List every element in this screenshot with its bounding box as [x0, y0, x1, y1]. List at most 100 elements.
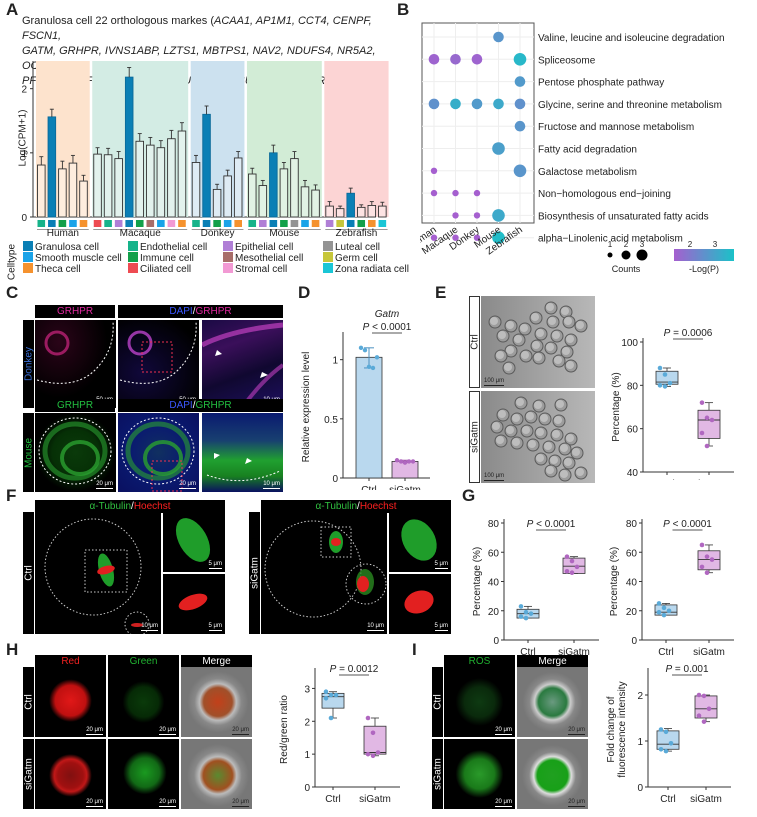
legend-label: Germ cell: [335, 253, 378, 264]
pathway-label: Galactose metabolism: [538, 167, 637, 178]
legend-label: Epithelial cell: [235, 242, 294, 253]
scale-bar: 20 μm: [568, 799, 585, 807]
row-label-donkey-text: Donkey: [23, 347, 34, 381]
svg-text:40: 40: [626, 578, 638, 589]
legend-label: Luteal cell: [335, 242, 381, 253]
legend-item: Luteal cell: [323, 241, 380, 253]
scale-bar: 20 μm: [568, 727, 585, 735]
pathway-label: Non−homologous end−joining: [538, 189, 671, 200]
pathway-label: Fatty acid degradation: [538, 145, 637, 156]
svg-text:Percentage (%): Percentage (%): [611, 372, 622, 441]
legend-item: Germ cell: [323, 252, 378, 264]
panel-a-bar-chart: 012: [21, 61, 389, 230]
svg-text:0: 0: [332, 474, 338, 485]
row-label-h-sigatm-text: siGatm: [23, 758, 34, 790]
pathway-label: Spliceosome: [538, 55, 596, 66]
row-label-f-sigatm: siGatm: [249, 512, 260, 634]
svg-text:Gatm: Gatm: [375, 309, 399, 320]
legend-title-wrap: Celltype: [5, 240, 19, 284]
ros-merge-sigatm: 20 μm: [517, 739, 588, 809]
pathway-label: Glycine, serine and threonine metabolism: [538, 100, 722, 111]
svg-text:Fold change of: Fold change of: [606, 696, 617, 762]
legend-item: Theca cell: [23, 263, 81, 275]
species-label-mouse: Mouse: [269, 228, 300, 239]
oocyte-image-sigatm: 100 μm: [481, 391, 595, 483]
svg-text:20: 20: [626, 607, 638, 618]
svg-text:60: 60: [627, 425, 639, 436]
row-label-f-sigatm-text: siGatm: [249, 557, 260, 589]
micrograph-mouse-grhpr: 20 μm: [35, 413, 116, 492]
svg-text:80: 80: [488, 519, 500, 530]
panel-f-header-sigatm: α-Tubulin/Hoechst: [261, 500, 451, 513]
row-label-h-sigatm: siGatm: [23, 739, 34, 809]
scale-bar: 20 μm: [159, 799, 176, 807]
panel-i-header-ros: ROS: [444, 655, 515, 667]
legend-item: Zona radiata cell: [323, 263, 409, 275]
scale-bar: 10 μm: [141, 623, 158, 631]
svg-text:Ctrl: Ctrl: [660, 794, 676, 805]
panel-label-f: F: [6, 486, 17, 505]
svg-text:3: 3: [304, 684, 310, 695]
svg-text:0.5: 0.5: [324, 415, 338, 426]
scale-bar: 100 μm: [484, 473, 505, 481]
svg-text:P < 0.0001: P < 0.0001: [663, 519, 712, 530]
species-label-zebrafish: Zebrafish: [335, 228, 378, 239]
hoechst-label: Hoechst: [133, 501, 171, 512]
svg-text:2: 2: [637, 691, 643, 702]
svg-text:0: 0: [631, 636, 637, 647]
legend-swatch: [128, 241, 138, 251]
row-label-h-ctrl-text: Ctrl: [23, 694, 34, 710]
dapi-label: DAPI: [169, 400, 193, 411]
svg-text:siGatm: siGatm: [693, 479, 725, 480]
row-label-i-sigatm-text: siGatm: [432, 758, 443, 790]
legend-swatch: [223, 263, 233, 273]
grhpr-label: GRHPR: [195, 306, 232, 317]
row-label-i-ctrl-text: Ctrl: [432, 694, 443, 710]
scale-bar: 20 μm: [86, 799, 103, 807]
legend-swatch: [323, 252, 333, 262]
legend-swatch: [223, 252, 233, 262]
row-label-ctrl: Ctrl: [469, 296, 480, 388]
svg-text:Percentage (%): Percentage (%): [472, 547, 483, 616]
svg-text:2: 2: [624, 240, 629, 249]
panel-h-header-red: Red: [35, 655, 106, 667]
scale-bar: 20 μm: [232, 799, 249, 807]
legend-swatch: [323, 263, 333, 273]
panel-label-d: D: [298, 283, 311, 302]
svg-text:Ctrl: Ctrl: [658, 647, 674, 655]
svg-text:3: 3: [640, 240, 645, 249]
svg-text:Relative expression level: Relative expression level: [301, 352, 312, 463]
pathway-label: alpha−Linolenic acid metabolism: [538, 234, 683, 245]
legend-swatch: [23, 252, 33, 262]
svg-text:80: 80: [626, 519, 638, 530]
svg-text:Ctrl: Ctrl: [325, 794, 341, 805]
svg-text:1: 1: [21, 149, 27, 160]
svg-text:0: 0: [637, 783, 643, 794]
micrograph-donkey-dapi-grhpr: 50 μm: [118, 320, 199, 408]
panel-c-header-dapi-grhpr-mouse: DAPI/GRHPR: [118, 399, 283, 412]
panel-label-h: H: [6, 640, 19, 659]
legend-label: Mesothelial cell: [235, 253, 304, 264]
row-label-f-ctrl: Ctrl: [23, 512, 34, 634]
row-label-f-ctrl-text: Ctrl: [23, 565, 34, 581]
svg-text:3: 3: [713, 240, 718, 249]
spindle-zoom-hoechst-sigatm: 5 μm: [389, 574, 451, 634]
scale-bar: 5 μm: [208, 623, 222, 631]
svg-text:1: 1: [637, 737, 643, 748]
jc1-merge-sigatm: 20 μm: [181, 739, 252, 809]
scale-bar: 20 μm: [495, 799, 512, 807]
svg-text:Counts: Counts: [612, 264, 641, 274]
svg-text:siGatm: siGatm: [558, 647, 590, 655]
panel-f-header-ctrl: α-Tubulin/Hoechst: [35, 500, 225, 513]
micrograph-mouse-dapi-grhpr: 20 μm: [118, 413, 199, 492]
svg-text:P < 0.0001: P < 0.0001: [363, 322, 412, 333]
panel-c-header-grhpr-mouse: GRHPR: [35, 399, 115, 412]
svg-text:siGatm: siGatm: [693, 647, 725, 655]
spindle-zoom-tubulin-ctrl: 5 μm: [163, 512, 225, 572]
grhpr-label: GRHPR: [195, 400, 232, 411]
ros-merge-ctrl: 20 μm: [517, 667, 588, 737]
panel-c-header-grhpr-donkey: GRHPR: [35, 305, 115, 318]
